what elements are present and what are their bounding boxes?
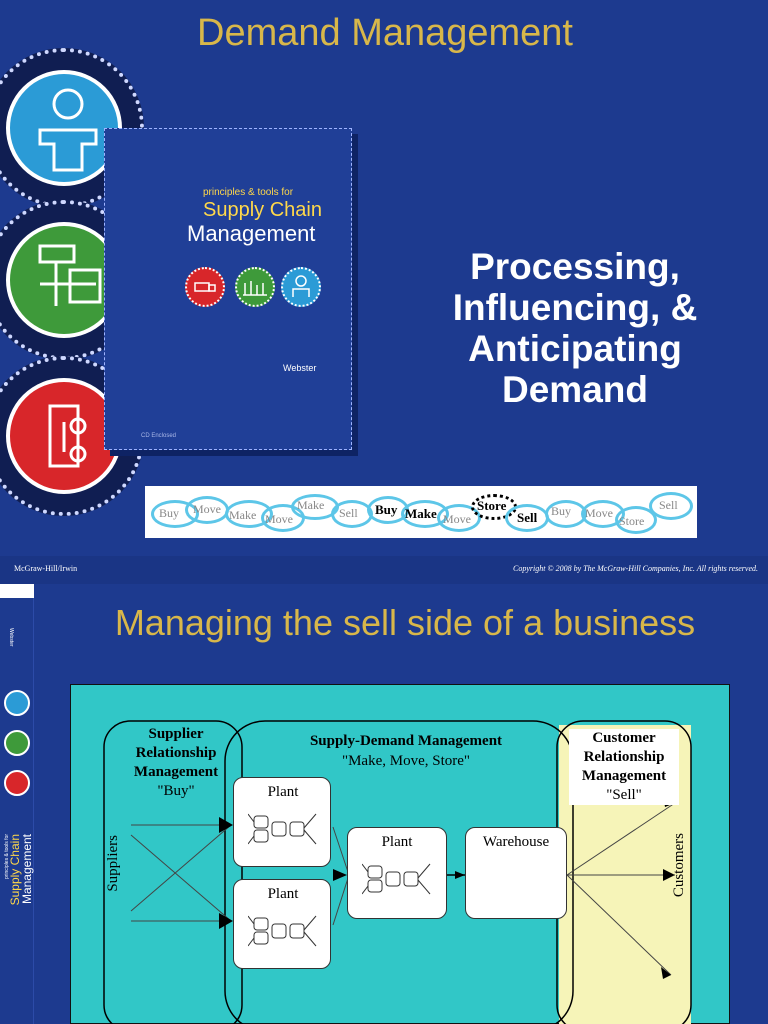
subtitle-line-2: Influencing, & [452, 287, 698, 328]
sell-side-diagram: Supplier Relationship Management "Buy" S… [70, 684, 730, 1024]
book-small-text: principles & tools for [203, 187, 294, 198]
supplier-relationship-label: Supplier Relationship Management "Buy" [121, 725, 231, 801]
chain-ring [437, 504, 481, 532]
supply-chain-strip: Buy Move Make Move Make Sell Buy Make Mo… [145, 486, 697, 538]
supplier-line-2: Relationship [135, 745, 217, 761]
chain-ring [649, 492, 693, 520]
book-cover-image: principles & tools for Supply Chain Mana… [104, 128, 352, 450]
suppliers-label: Suppliers [105, 835, 121, 892]
spine-author: Webster [8, 628, 14, 647]
chain-word: Move [585, 506, 613, 520]
chain-word: Sell [517, 510, 538, 525]
subtitle-line-4: Demand [502, 369, 648, 410]
book-factory-icon [235, 267, 275, 307]
chain-word: Move [265, 512, 293, 526]
chain-word: Buy [551, 504, 572, 518]
plant-box-1: Plant [233, 777, 331, 867]
sdm-quote: "Make, Move, Store" [341, 753, 471, 769]
spine-title-2: Management [20, 834, 34, 905]
spine-top-band [0, 584, 34, 598]
warehouse-label: Warehouse [482, 834, 550, 850]
plant-label-1: Plant [267, 784, 299, 800]
spine-move-icon [4, 770, 30, 796]
spine-buy-icon [4, 690, 30, 716]
book-title-line1: Supply Chain [203, 199, 322, 221]
plant-box-2: Plant [233, 879, 331, 969]
book-title-line2: Management [187, 221, 316, 246]
customer-line-3: Management [581, 768, 667, 784]
spine-make-icon [4, 730, 30, 756]
plant-label-3: Plant [381, 834, 413, 850]
footer-copyright: Copyright © 2008 by The McGraw-Hill Comp… [513, 564, 758, 573]
supplier-line-1: Supplier [148, 726, 204, 742]
process-flow-icon [248, 915, 317, 947]
plant-box-3: Plant [347, 827, 447, 919]
chain-word: Buy [159, 506, 180, 520]
book-truck-icon [185, 267, 225, 307]
slide-subtitle: Processing, Influencing, & Anticipating … [420, 246, 730, 410]
chain-word: Buy [375, 502, 398, 517]
customer-line-1: Customer [592, 730, 656, 746]
slide-title: Demand Management [197, 12, 573, 54]
customers-label: Customers [671, 833, 687, 898]
process-flow-icon [362, 863, 431, 895]
slide-title: Managing the sell side of a business [114, 602, 696, 643]
customer-relationship-label: Customer Relationship Management "Sell" [569, 729, 679, 805]
chain-word: Sell [659, 498, 678, 512]
subtitle-line-3: Anticipating [468, 328, 682, 369]
chain-word: Move [193, 502, 221, 516]
move-circle-icon [0, 356, 144, 516]
chain-word: Make [405, 506, 437, 521]
customer-quote: "Sell" [606, 787, 642, 803]
chain-word: Store [477, 498, 507, 513]
book-bottom-text: CD Enclosed [141, 433, 177, 439]
chain-word: Sell [339, 506, 358, 520]
book-author: Webster [283, 363, 317, 373]
supplier-quote: "Buy" [157, 783, 195, 799]
chain-word: Make [229, 508, 257, 522]
slide-divider [0, 556, 768, 584]
slide-demand-management: Demand Management principles & t [0, 12, 730, 538]
subtitle-line-1: Processing, [470, 246, 680, 287]
warehouse-box: Warehouse [465, 827, 567, 919]
customer-line-2: Relationship [583, 749, 665, 765]
process-flow-icon [248, 813, 317, 845]
sdm-title: Supply-Demand Management [309, 733, 503, 749]
slide-managing-sell-side: Webster principles & tools for Supply Ch… [0, 584, 768, 1024]
plant-label-2: Plant [267, 886, 299, 902]
book-person-icon [281, 267, 321, 307]
chain-word: Make [297, 498, 325, 512]
chain-word: Move [443, 512, 471, 526]
supplier-line-3: Management [133, 764, 219, 780]
chain-ring [615, 506, 657, 534]
footer-publisher: McGraw-Hill/Irwin [14, 564, 78, 573]
chain-word: Store [619, 514, 645, 528]
book-spine-sidebar: Webster principles & tools for Supply Ch… [0, 584, 34, 1024]
